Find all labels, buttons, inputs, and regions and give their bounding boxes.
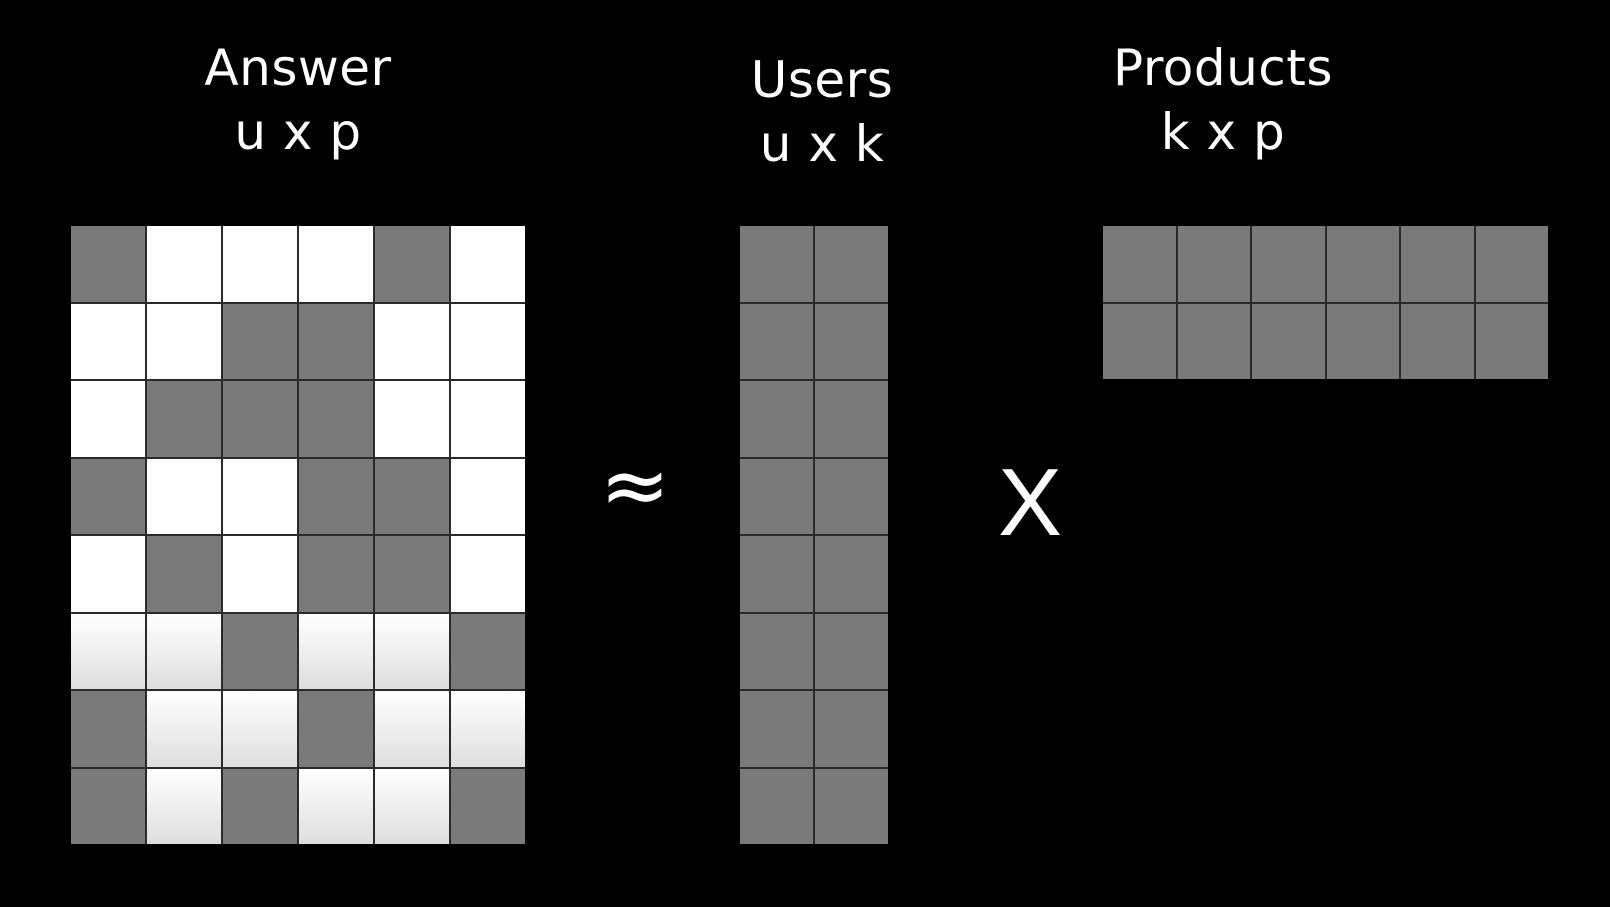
users-cell-7-0 <box>740 768 813 844</box>
answer-label: Answer u x p <box>178 36 418 164</box>
answer-cell-4-0 <box>71 536 145 612</box>
answer-cell-3-4 <box>375 458 449 534</box>
answer-cell-0-4 <box>375 226 449 302</box>
answer-cell-0-5 <box>451 226 525 302</box>
answer-dims: u x p <box>234 103 362 161</box>
answer-cell-5-4 <box>375 613 449 689</box>
answer-matrix <box>71 226 525 844</box>
users-cell-1-0 <box>740 303 813 379</box>
approx-symbol: ≈ <box>599 436 671 534</box>
answer-cell-5-5 <box>451 613 525 689</box>
products-matrix <box>1103 226 1548 379</box>
answer-cell-5-0 <box>71 613 145 689</box>
answer-cell-3-1 <box>147 458 221 534</box>
answer-cell-7-0 <box>71 768 145 844</box>
users-cell-3-1 <box>815 458 888 534</box>
times-symbol: X <box>997 449 1063 556</box>
answer-cell-5-2 <box>223 613 297 689</box>
answer-cell-0-2 <box>223 226 297 302</box>
products-cell-0-2 <box>1252 226 1325 302</box>
answer-cell-4-2 <box>223 536 297 612</box>
answer-cell-1-5 <box>451 303 525 379</box>
products-cell-0-3 <box>1326 226 1399 302</box>
answer-cell-6-4 <box>375 691 449 767</box>
answer-cell-7-3 <box>299 768 373 844</box>
products-cell-0-5 <box>1475 226 1548 302</box>
users-dims: u x k <box>759 115 885 173</box>
answer-cell-4-5 <box>451 536 525 612</box>
answer-cell-5-1 <box>147 613 221 689</box>
answer-cell-7-1 <box>147 768 221 844</box>
products-cell-0-0 <box>1103 226 1176 302</box>
answer-cell-6-1 <box>147 691 221 767</box>
users-cell-7-1 <box>815 768 888 844</box>
products-cell-1-1 <box>1177 303 1250 379</box>
answer-cell-7-2 <box>223 768 297 844</box>
products-cell-0-1 <box>1177 226 1250 302</box>
answer-cell-0-0 <box>71 226 145 302</box>
users-matrix <box>740 226 888 844</box>
answer-cell-2-4 <box>375 381 449 457</box>
users-cell-4-1 <box>815 536 888 612</box>
users-cell-1-1 <box>815 303 888 379</box>
answer-cell-7-4 <box>375 768 449 844</box>
answer-cell-2-1 <box>147 381 221 457</box>
products-cell-1-4 <box>1401 303 1474 379</box>
products-title: Products <box>1113 39 1333 97</box>
answer-cell-7-5 <box>451 768 525 844</box>
answer-cell-1-1 <box>147 303 221 379</box>
products-cell-1-2 <box>1252 303 1325 379</box>
users-cell-0-1 <box>815 226 888 302</box>
users-cell-2-0 <box>740 381 813 457</box>
users-cell-4-0 <box>740 536 813 612</box>
answer-cell-1-2 <box>223 303 297 379</box>
products-label: Products k x p <box>1093 36 1353 164</box>
answer-cell-1-0 <box>71 303 145 379</box>
answer-cell-4-1 <box>147 536 221 612</box>
answer-cell-0-1 <box>147 226 221 302</box>
answer-title: Answer <box>204 39 392 97</box>
answer-cell-0-3 <box>299 226 373 302</box>
answer-cell-2-3 <box>299 381 373 457</box>
answer-cell-2-2 <box>223 381 297 457</box>
users-cell-5-1 <box>815 613 888 689</box>
users-cell-5-0 <box>740 613 813 689</box>
answer-cell-3-0 <box>71 458 145 534</box>
answer-cell-6-3 <box>299 691 373 767</box>
products-cell-0-4 <box>1401 226 1474 302</box>
answer-cell-2-0 <box>71 381 145 457</box>
products-cell-1-3 <box>1326 303 1399 379</box>
users-cell-3-0 <box>740 458 813 534</box>
products-cell-1-0 <box>1103 303 1176 379</box>
users-cell-0-0 <box>740 226 813 302</box>
products-cell-1-5 <box>1475 303 1548 379</box>
answer-cell-1-3 <box>299 303 373 379</box>
answer-cell-5-3 <box>299 613 373 689</box>
answer-cell-6-2 <box>223 691 297 767</box>
answer-cell-6-5 <box>451 691 525 767</box>
answer-cell-3-3 <box>299 458 373 534</box>
users-title: Users <box>750 51 894 109</box>
answer-cell-3-2 <box>223 458 297 534</box>
users-cell-6-1 <box>815 691 888 767</box>
answer-cell-6-0 <box>71 691 145 767</box>
answer-cell-4-3 <box>299 536 373 612</box>
users-cell-2-1 <box>815 381 888 457</box>
products-dims: k x p <box>1160 103 1286 161</box>
answer-cell-4-4 <box>375 536 449 612</box>
answer-cell-2-5 <box>451 381 525 457</box>
users-label: Users u x k <box>702 48 942 176</box>
answer-cell-3-5 <box>451 458 525 534</box>
users-cell-6-0 <box>740 691 813 767</box>
answer-cell-1-4 <box>375 303 449 379</box>
